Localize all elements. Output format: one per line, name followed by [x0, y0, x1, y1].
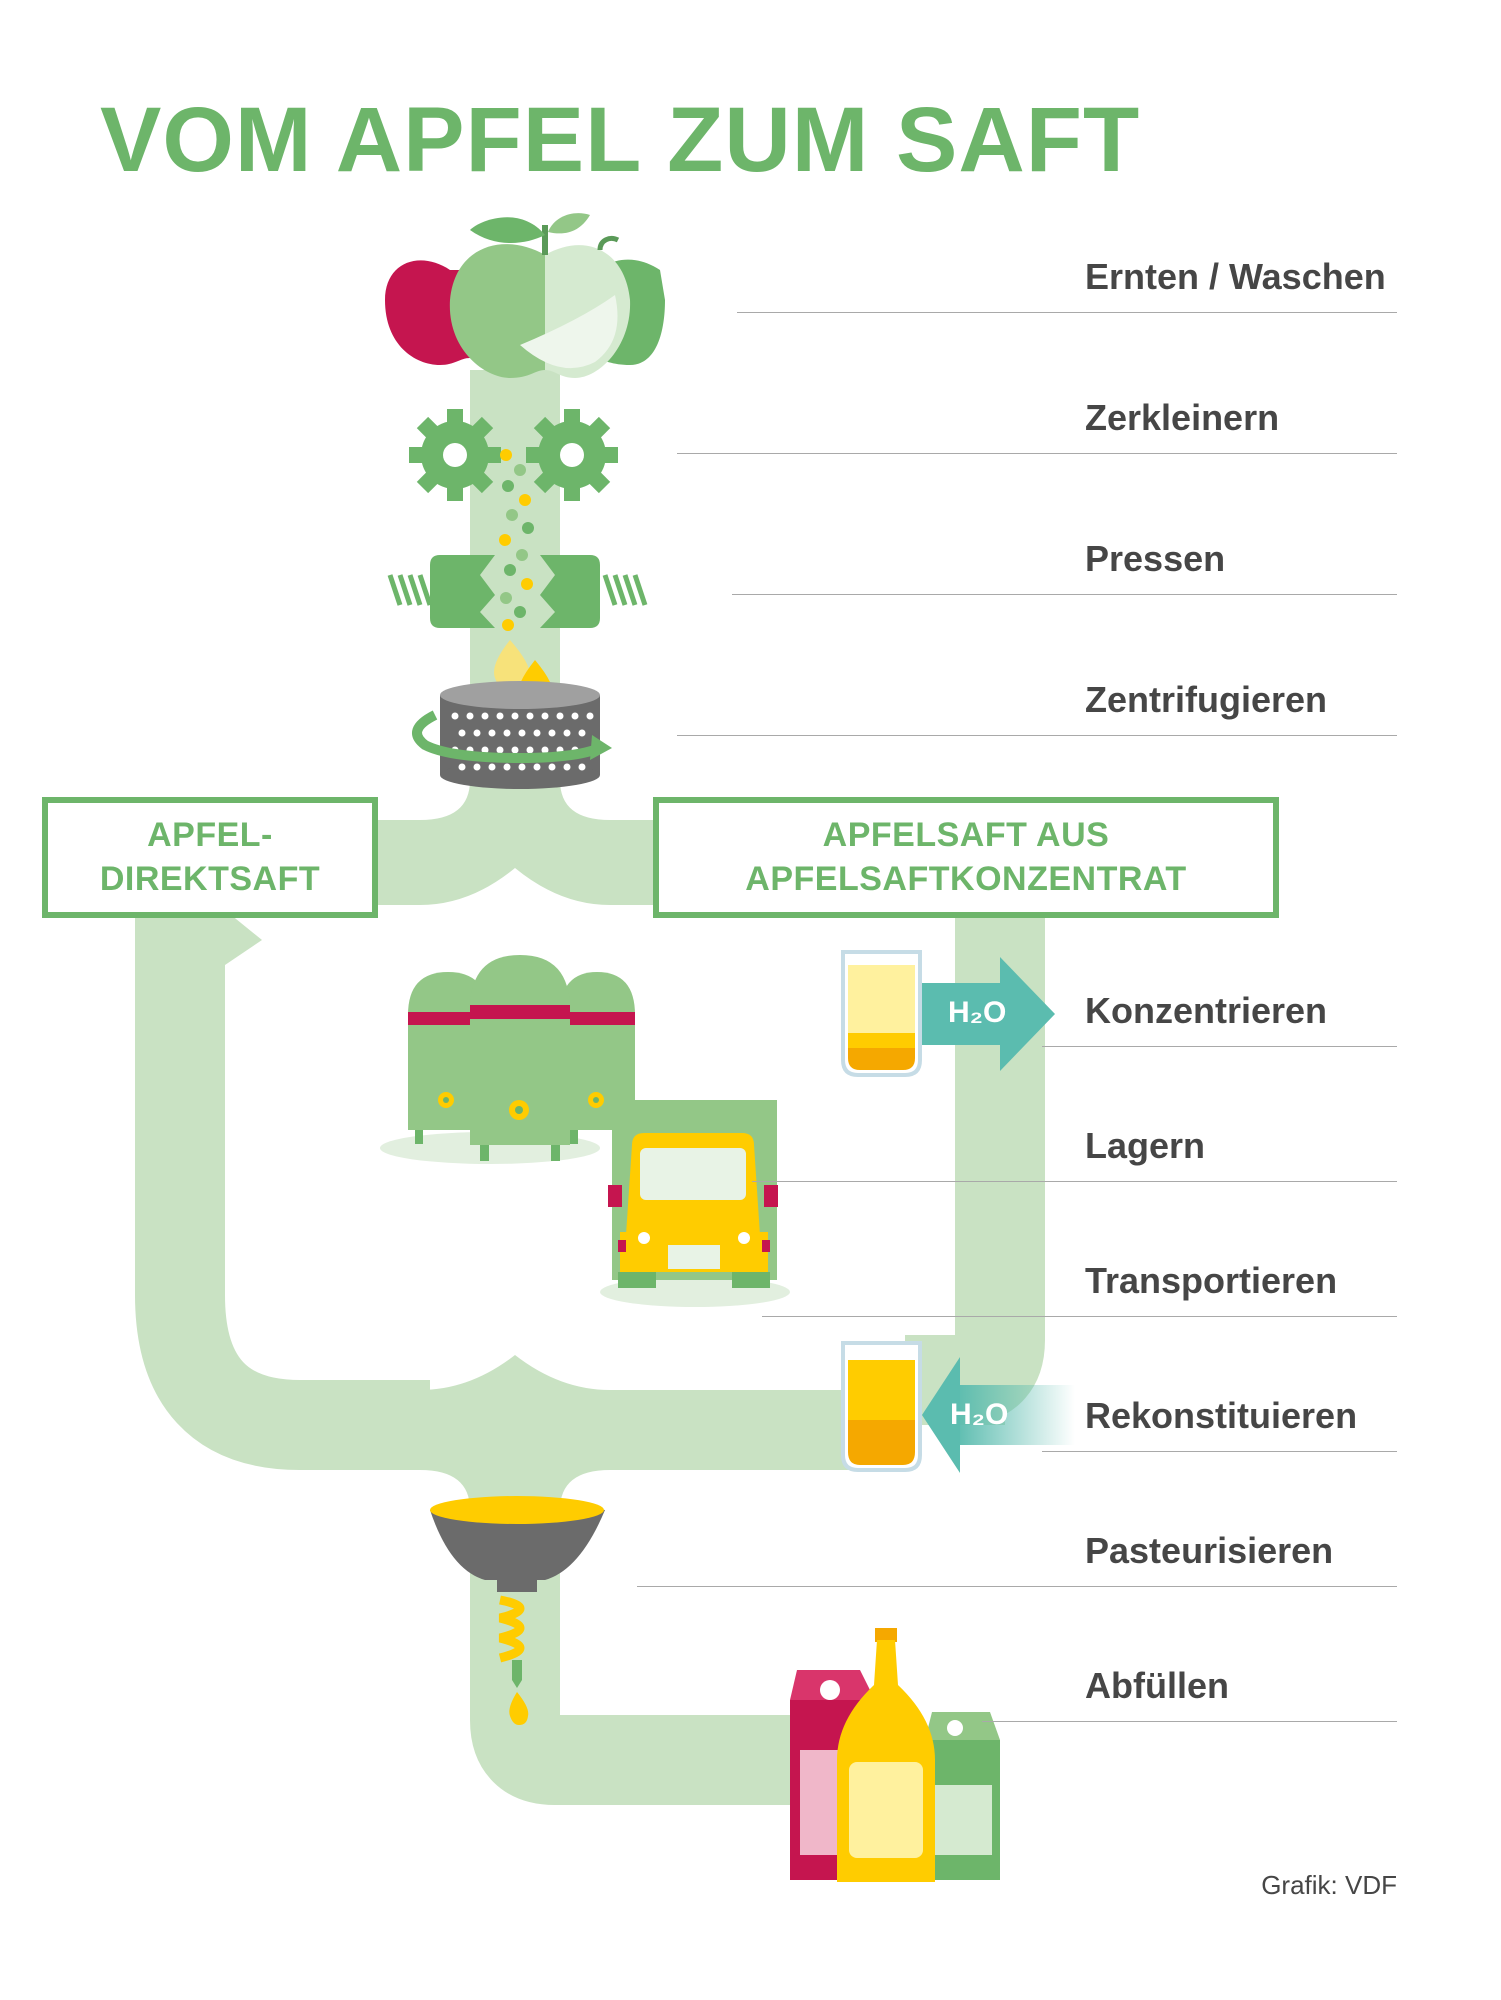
step-label-pasteurize: Pasteurisieren: [1085, 1530, 1334, 1571]
branch-concentrate-line1: APFELSAFT AUS: [822, 815, 1110, 854]
water-out-arrow-icon: [922, 957, 1055, 1071]
step-label-reconstitute: Rekonstituieren: [1085, 1395, 1358, 1436]
apples-illustration: [385, 213, 665, 378]
branch-direct-line1: APFEL-: [147, 815, 273, 854]
step-line: [1042, 1451, 1397, 1452]
tank-left: [408, 972, 488, 1144]
step-label-press: Pressen: [1085, 538, 1226, 579]
branch-direct-line2: DIREKTSAFT: [99, 859, 321, 898]
step-line: [762, 1316, 1397, 1317]
step-label-bottle: Abfüllen: [1085, 1665, 1229, 1706]
bottles-illustration: [790, 1628, 1000, 1882]
page-title: VOM APFEL ZUM SAFT: [100, 89, 1141, 191]
step-label-centrifuge: Zentrifugieren: [1085, 679, 1328, 720]
direct-arrow: [225, 910, 262, 965]
concentrate-pipe: [953, 905, 1045, 1425]
step-label-harvest: Ernten / Waschen: [1085, 256, 1386, 297]
bottling-pipe: [470, 1680, 800, 1805]
step-label-store: Lagern: [1085, 1125, 1206, 1166]
leaf-icon: [470, 217, 545, 244]
heating-coil: [498, 1595, 525, 1663]
water-in-arrow-icon: [922, 1357, 1075, 1473]
branch-box-direct-juice: APFEL- DIREKTSAFT: [42, 797, 378, 918]
branch-box-concentrate-juice: APFELSAFT AUS APFELSAFTKONZENTRAT: [653, 797, 1279, 918]
step-line: [752, 1181, 1397, 1182]
storage-tanks-illustration: [380, 955, 635, 1164]
step-label-crush: Zerkleinern: [1085, 397, 1280, 438]
branch-concentrate-line2: APFELSAFTKONZENTRAT: [745, 859, 1187, 898]
step-line: [637, 1586, 1397, 1587]
red-apple: [385, 260, 470, 365]
press-plate-left: [430, 555, 495, 628]
truck-illustration: [600, 1100, 790, 1307]
step-line: [677, 453, 1397, 454]
direct-pipe: [135, 905, 430, 1470]
water-label-out: H₂O: [948, 996, 1007, 1029]
press-illustration: [387, 555, 648, 628]
press-plate-right: [540, 555, 600, 628]
step-line: [982, 1721, 1397, 1722]
water-label-in: H₂O: [950, 1398, 1009, 1431]
carton-green: [925, 1712, 1000, 1880]
apple-pieces: [499, 449, 534, 631]
credit-text: Grafik: VDF: [1261, 1870, 1397, 1900]
step-line: [732, 594, 1397, 595]
split-pipe: [375, 780, 660, 905]
merge-pipe: [420, 1355, 860, 1510]
step-label-concentrate: Konzentrieren: [1085, 990, 1328, 1031]
step-line: [677, 735, 1397, 736]
step-label-transport: Transportieren: [1085, 1260, 1338, 1301]
step-line: [1042, 1046, 1397, 1047]
gear-icon-left: [409, 409, 501, 501]
gear-icon-right: [526, 409, 618, 501]
centrifuge-illustration: [412, 681, 612, 789]
tank-center: [470, 955, 570, 1161]
rotation-arrow-icon: [412, 710, 602, 764]
step-line: [737, 312, 1397, 313]
concentrate-glass: [841, 950, 922, 1077]
pasteurizer-illustration: [430, 1496, 605, 1725]
reconstitution-glass: [841, 1341, 922, 1472]
juice-bottle: [837, 1628, 935, 1882]
